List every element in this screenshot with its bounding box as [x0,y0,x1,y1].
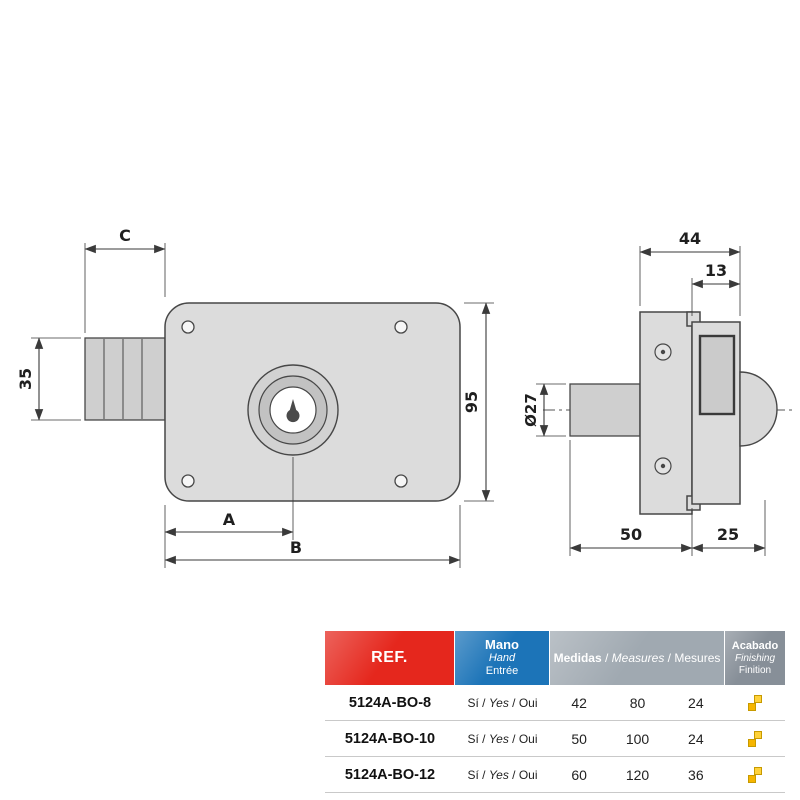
col-header-measures: Medidas / Measures / Mesures [550,631,725,685]
hand-header-en: Hand [488,652,516,664]
bolt-knob [739,371,778,447]
cylinder-barrel [569,383,641,437]
screw-hole [394,320,408,334]
screw-hole [181,320,195,334]
col-header-hand: Mano Hand Entrée [455,631,550,685]
latch-window [698,334,736,416]
dim-label-25: 25 [717,525,739,544]
ref-cell: 5124A-BO-8 [348,694,432,711]
dim-label-50: 50 [620,525,642,544]
spec-table: REF. Mano Hand Entrée Medidas / Measures… [325,631,785,793]
screw-hole [394,474,408,488]
dim-label-35: 35 [16,368,35,390]
ref-cell: 5124A-BO-10 [344,730,436,747]
dimension-50: 50 [569,440,693,556]
keyhole-icon [286,399,300,423]
hand-cell: Sí / Yes / Oui [467,695,538,710]
hand-cell: Sí / Yes / Oui [467,731,538,746]
ref-header-label: REF. [371,649,408,666]
dimension-13: 13 [691,261,741,316]
dimension-95: 95 [462,302,494,502]
dimension-c: C [84,226,166,333]
col-header-finish: Acabado Finishing Finition [725,631,785,685]
measures-header-label: Medidas / Measures / Mesures [553,651,721,665]
case-profile [639,311,693,515]
ref-cell: 5124A-BO-12 [344,766,436,783]
finish-cell [725,685,785,720]
screw-hole [181,474,195,488]
lock-side-view: 44 13 Ø27 50 [522,229,793,556]
dimension-35: 35 [16,337,81,421]
dim-label-a: A [223,510,236,529]
dim-label-44: 44 [679,229,701,248]
dimension-b: B [164,505,461,568]
brass-finish-icon [747,730,763,747]
finish-header-fr: Finition [738,664,772,676]
table-header-row: REF. Mano Hand Entrée Medidas / Measures… [325,631,785,685]
finish-cell [725,757,785,792]
brass-finish-icon [747,766,763,783]
brass-finish-icon [747,694,763,711]
finish-header-en: Finishing [734,652,776,664]
lock-bolt [84,337,166,421]
dimension-a: A [164,457,294,568]
hand-header-es: Mano [485,637,519,652]
dim-label-13: 13 [705,261,727,280]
dimension-dia27: Ø27 [522,383,566,437]
dimension-25: 25 [691,500,766,556]
finish-cell [725,721,785,756]
hand-header-fr: Entrée [485,665,519,677]
dim-label-95: 95 [462,391,481,413]
dim-label-c: C [119,226,131,245]
lock-cylinder [247,364,339,456]
dim-label-b: B [290,538,302,557]
lock-front-view: C 35 95 A [16,226,494,568]
finish-header-es: Acabado [731,639,779,652]
dim-label-dia27: Ø27 [522,393,540,427]
hand-cell: Sí / Yes / Oui [467,767,538,782]
col-header-ref: REF. [325,631,455,685]
technical-drawing: C 35 95 A [16,226,793,568]
